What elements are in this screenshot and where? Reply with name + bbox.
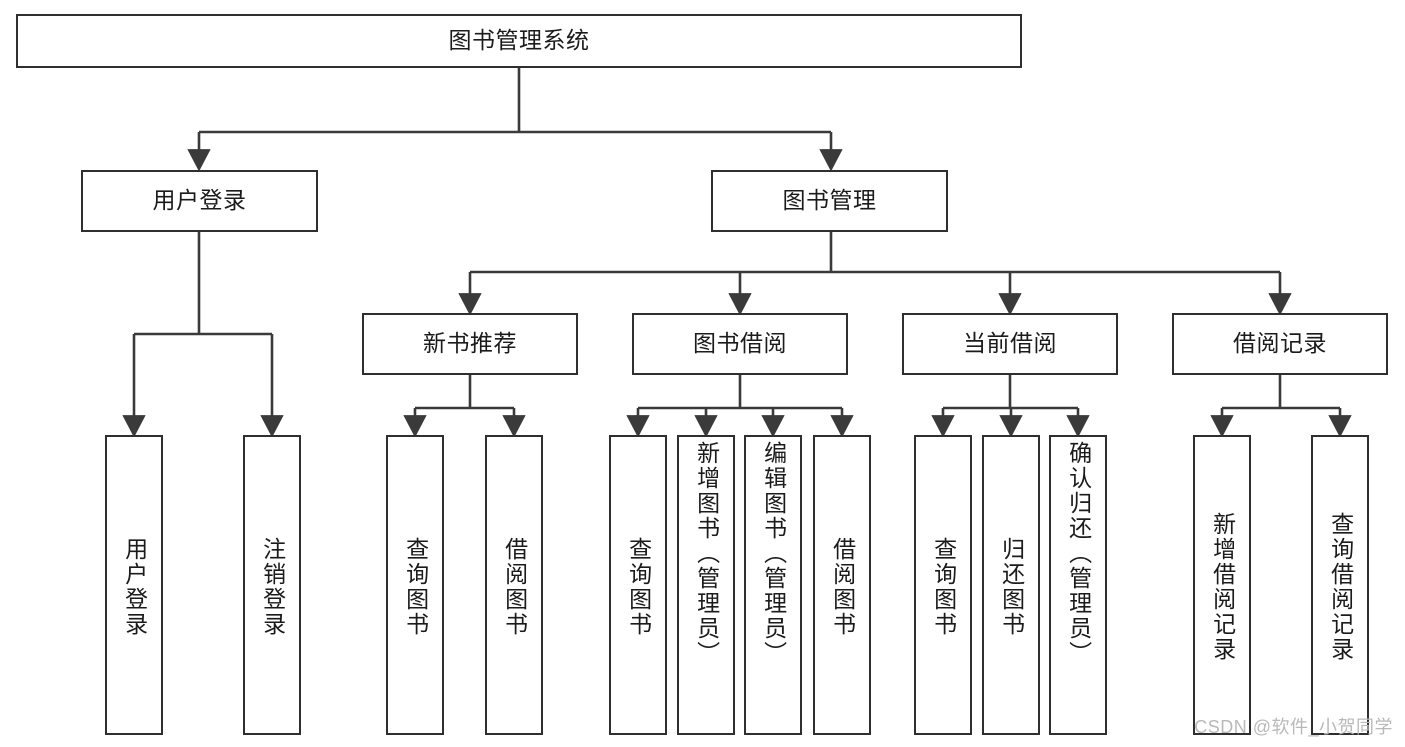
node-book-management[interactable]: 图书管理	[711, 170, 948, 232]
leaf-borrow-query-book[interactable]: 查询图书	[609, 435, 667, 735]
node-label: 借阅图书	[829, 537, 856, 637]
node-label: 归还图书	[998, 537, 1025, 637]
node-label: 编辑图书（管理员）	[760, 441, 787, 666]
node-label: 新增图书（管理员）	[693, 441, 720, 666]
leaf-current-query-book[interactable]: 查询图书	[914, 435, 972, 735]
leaf-new-book-borrow[interactable]: 借阅图书	[485, 435, 543, 735]
node-label: 图书管理系统	[448, 27, 590, 54]
leaf-record-query-record[interactable]: 查询借阅记录	[1311, 435, 1369, 735]
node-label: 注销登录	[259, 537, 286, 637]
watermark-text: CSDN @软件_小贺同学	[1194, 717, 1393, 737]
leaf-borrow-edit-book-admin[interactable]: 编辑图书（管理员）	[744, 435, 802, 735]
leaf-user-login-logout[interactable]: 注销登录	[243, 435, 301, 735]
node-current-borrow[interactable]: 当前借阅	[902, 313, 1118, 375]
node-label: 新增借阅记录	[1209, 512, 1236, 662]
node-label: 查询图书	[402, 537, 429, 637]
node-label: 借阅图书	[501, 537, 528, 637]
node-label: 查询借阅记录	[1327, 512, 1354, 662]
node-label: 查询图书	[930, 537, 957, 637]
node-user-login[interactable]: 用户登录	[81, 170, 318, 232]
node-label: 确认归还（管理员）	[1065, 441, 1092, 666]
leaf-new-book-query[interactable]: 查询图书	[386, 435, 444, 735]
node-label: 用户登录	[152, 187, 247, 214]
leaf-user-login-login[interactable]: 用户登录	[105, 435, 163, 735]
leaf-record-add-record[interactable]: 新增借阅记录	[1193, 435, 1251, 735]
node-label: 查询图书	[625, 537, 652, 637]
node-label: 用户登录	[121, 537, 148, 637]
node-borrow-record[interactable]: 借阅记录	[1172, 313, 1388, 375]
node-label: 当前借阅	[963, 330, 1057, 357]
node-label: 图书借阅	[693, 330, 787, 357]
leaf-borrow-borrow-book[interactable]: 借阅图书	[813, 435, 871, 735]
node-label: 借阅记录	[1233, 330, 1327, 357]
leaf-current-confirm-return-admin[interactable]: 确认归还（管理员）	[1049, 435, 1107, 735]
node-root-system[interactable]: 图书管理系统	[16, 14, 1022, 68]
leaf-current-return-book[interactable]: 归还图书	[982, 435, 1040, 735]
node-new-book-recommend[interactable]: 新书推荐	[362, 313, 578, 375]
node-label: 图书管理	[782, 187, 877, 214]
leaf-borrow-add-book-admin[interactable]: 新增图书（管理员）	[677, 435, 735, 735]
node-book-borrow[interactable]: 图书借阅	[632, 313, 848, 375]
node-label: 新书推荐	[423, 330, 517, 357]
